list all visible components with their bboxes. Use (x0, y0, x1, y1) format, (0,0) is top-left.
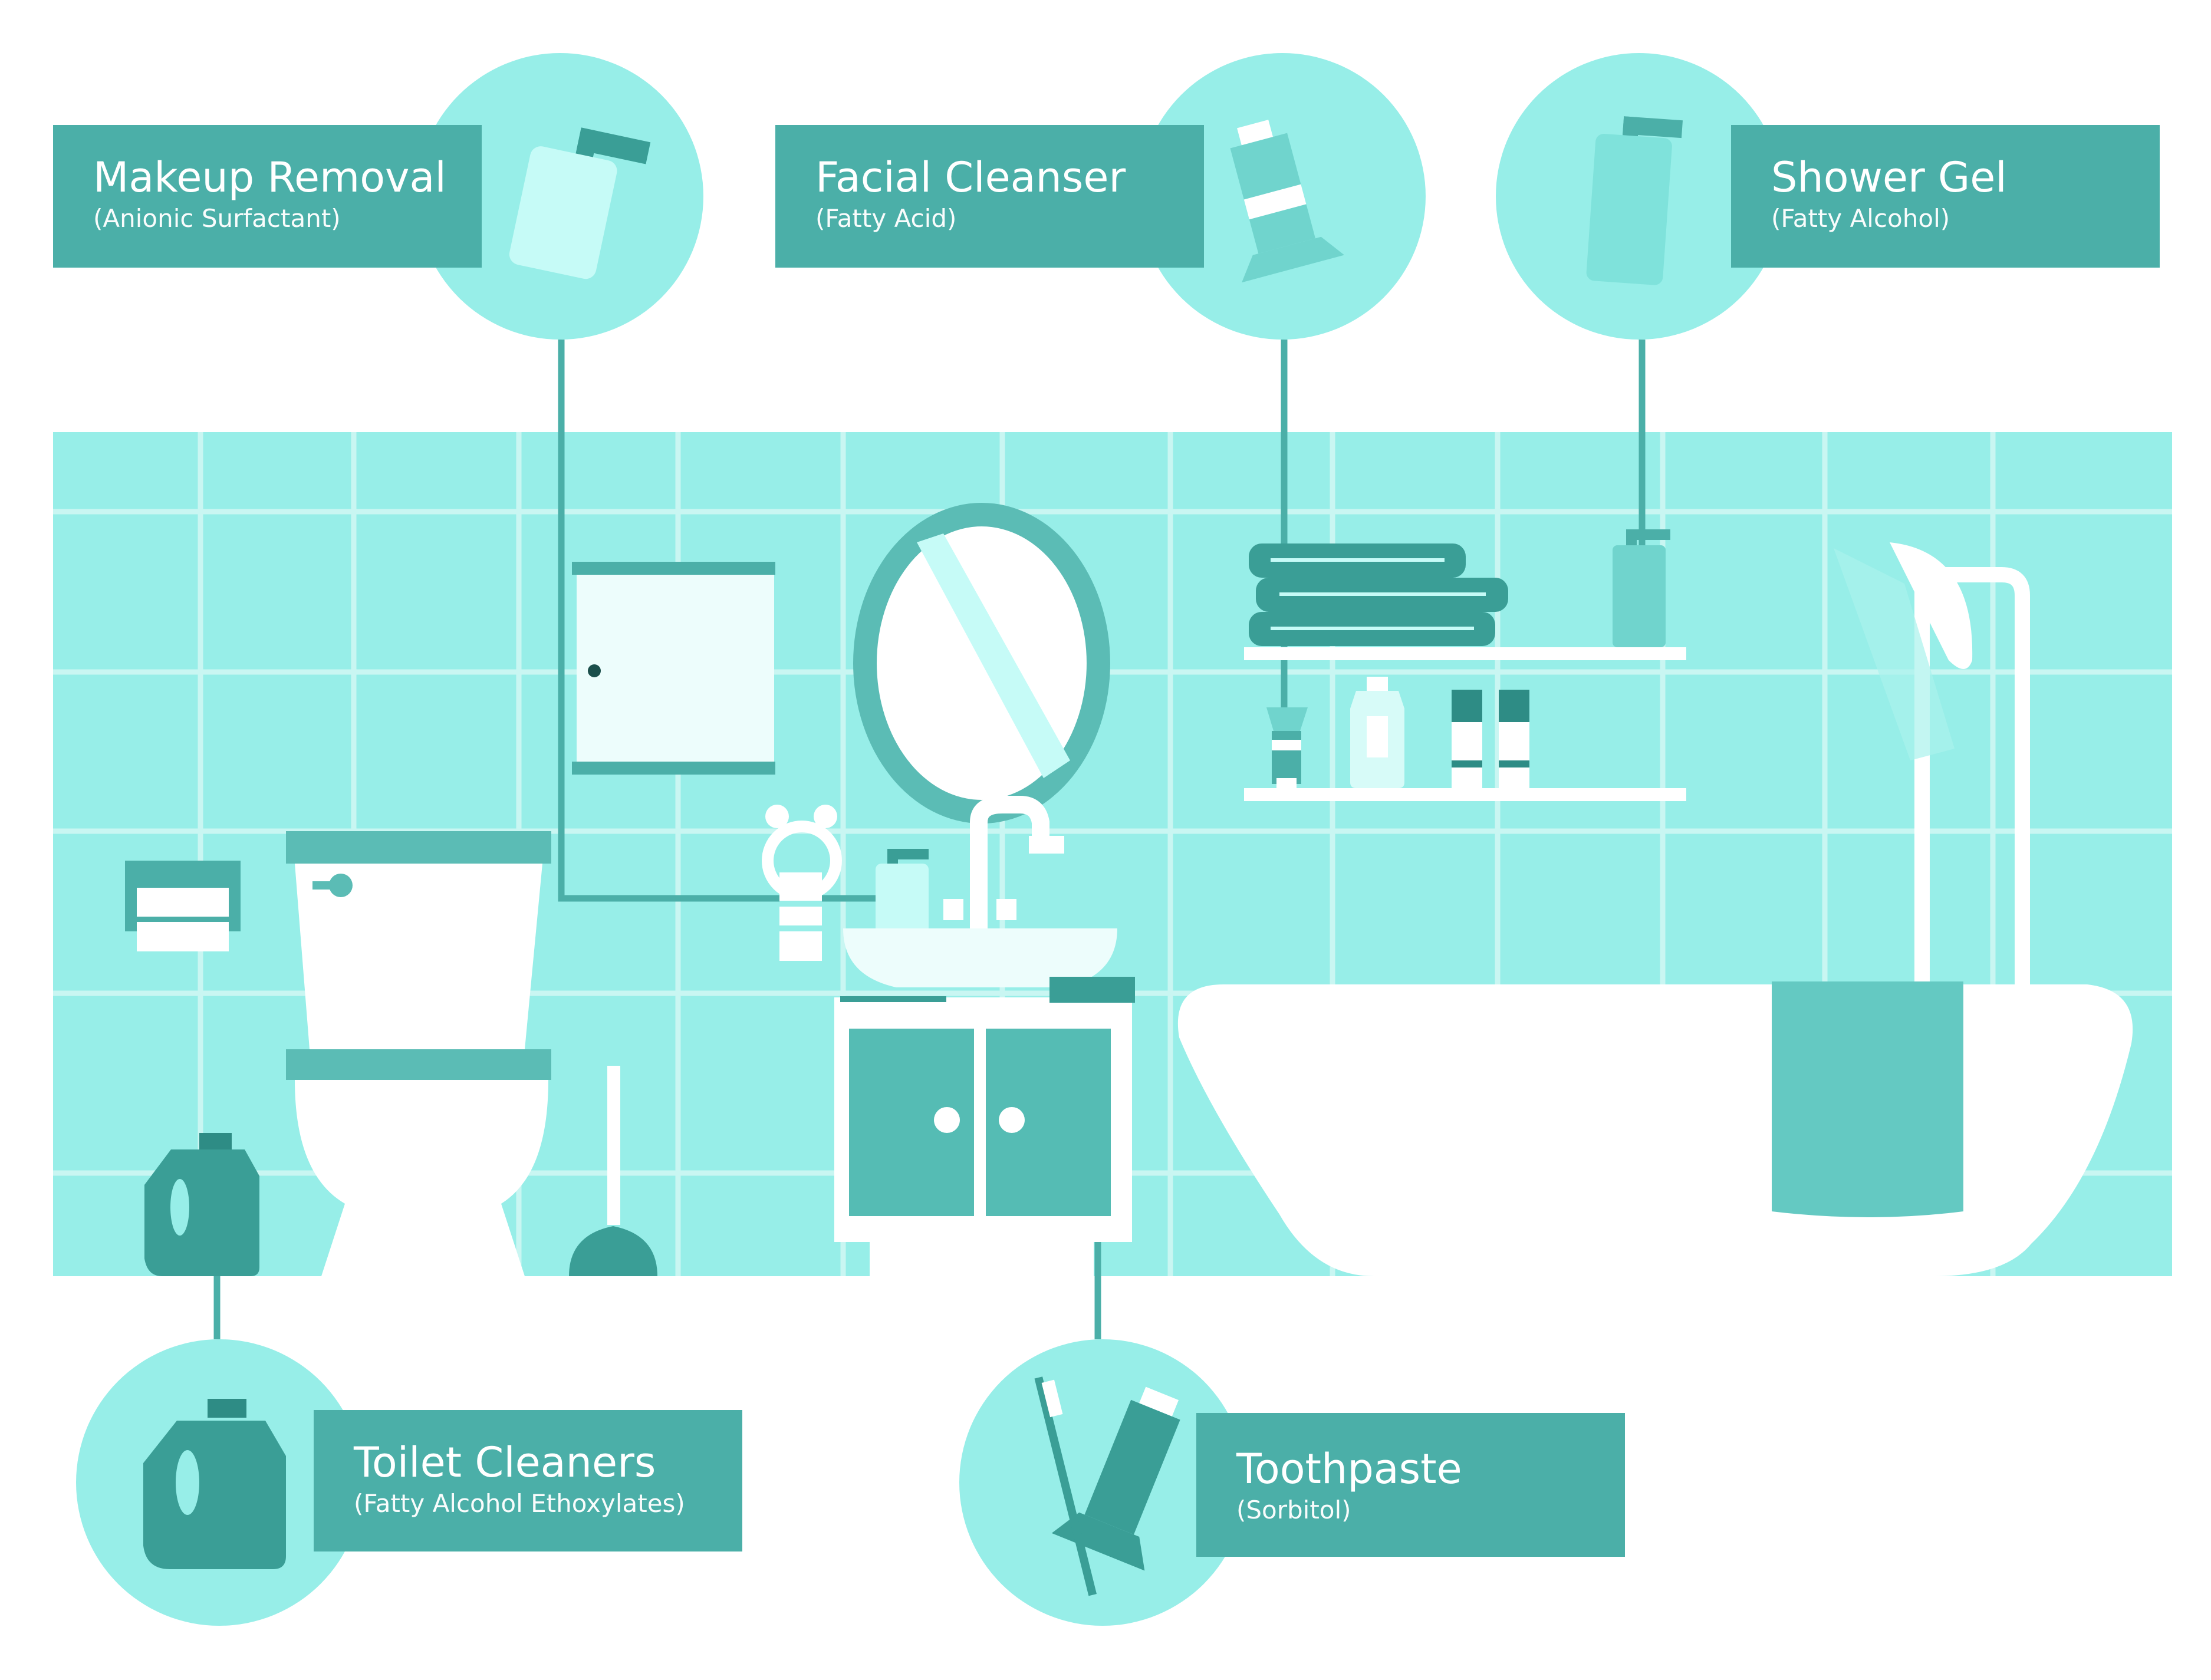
toothpaste-icon (1034, 1376, 1180, 1596)
shelf-small-bottles (1452, 690, 1529, 788)
toilet-cleaner-jug-icon (143, 1399, 286, 1569)
faucet (943, 796, 1064, 949)
shelf-spray-bottle (1350, 677, 1404, 788)
toothpaste-subtitle: (Sorbitol) (1236, 1495, 1351, 1524)
bathtub (1177, 981, 2133, 1276)
toilet-cleaners-label: Toilet Cleaners (Fatty Alcohol Ethoxylat… (314, 1410, 742, 1551)
wall-shelves (1244, 647, 1686, 801)
floor-cleaner-jug (144, 1133, 259, 1276)
shelf-shower-gel-bottle (1613, 529, 1670, 647)
facial-cleanser-label: Facial Cleanser (Fatty Acid) (775, 125, 1204, 268)
toothpaste-label: Toothpaste (Sorbitol) (1196, 1413, 1625, 1557)
makeup-bottle-icon (509, 127, 651, 279)
sink-vanity (834, 928, 1132, 1276)
shower-gel-label: Shower Gel (Fatty Alcohol) (1731, 125, 2160, 268)
makeup-removal-title: Makeup Removal (93, 153, 446, 202)
sink-toothbrush (840, 977, 1135, 1003)
toothpaste-title: Toothpaste (1236, 1445, 1462, 1493)
toilet-cleaners-title: Toilet Cleaners (354, 1438, 656, 1487)
makeup-removal-label: Makeup Removal (Anionic Surfactant) (53, 125, 482, 268)
toilet (286, 831, 551, 1276)
facial-cleanser-subtitle: (Fatty Acid) (815, 204, 957, 233)
shower-gel-title: Shower Gel (1771, 153, 2007, 202)
sink-soap-dispenser (876, 849, 929, 937)
shower-gel-bottle-icon (1586, 116, 1683, 285)
towel-ring (762, 805, 842, 961)
toilet-cleaners-subtitle: (Fatty Alcohol Ethoxylates) (354, 1489, 685, 1518)
makeup-removal-subtitle: (Anionic Surfactant) (93, 204, 341, 233)
oval-mirror (853, 503, 1110, 823)
shelf-cleanser-tube (1266, 707, 1308, 788)
folded-towels (1249, 543, 1508, 646)
wall-cabinet (572, 562, 775, 775)
toilet-paper-holder (125, 861, 241, 951)
cleanser-tube-icon (1230, 120, 1344, 283)
shower-head (1834, 542, 2030, 984)
facial-cleanser-title: Facial Cleanser (815, 153, 1126, 202)
plunger (569, 1066, 657, 1276)
shower-gel-subtitle: (Fatty Alcohol) (1771, 204, 1950, 233)
